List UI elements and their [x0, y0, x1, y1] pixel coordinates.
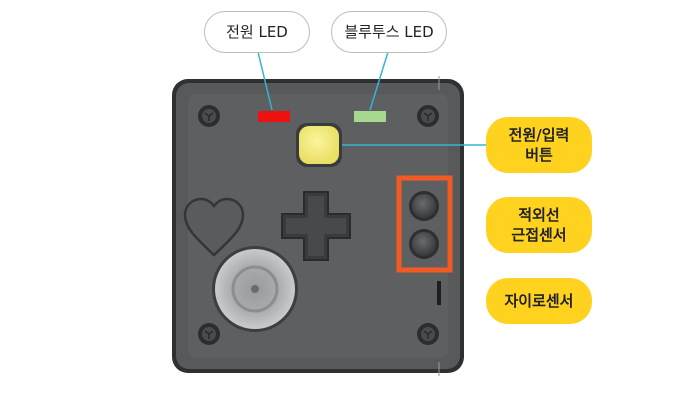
bluetooth-led: [354, 111, 386, 122]
callout-power-input-button: 전원/입력 버튼: [486, 117, 592, 173]
heart-button[interactable]: [183, 197, 245, 257]
label-bluetooth-led-text: 블루투스 LED: [344, 23, 434, 41]
screw-bottom-left: [198, 323, 220, 345]
label-power-led-text: 전원 LED: [226, 23, 288, 41]
screw-bottom-right: [417, 323, 439, 345]
joystick[interactable]: [212, 246, 298, 332]
callout-ir-proximity-sensor-text: 적외선 근접센서: [511, 206, 567, 244]
screw-top-left: [198, 105, 220, 127]
gyro-sensor-slot: [437, 281, 441, 305]
dpad[interactable]: [281, 191, 351, 261]
leader-line-power-led: [257, 51, 273, 111]
callout-ir-proximity-sensor: 적외선 근접센서: [486, 197, 592, 253]
callout-gyro-sensor: 자이로센서: [486, 278, 592, 324]
callout-power-input-button-text: 전원/입력 버튼: [508, 126, 570, 164]
screw-top-right: [417, 105, 439, 127]
ir-proximity-sensor: [409, 191, 439, 259]
label-power-led: 전원 LED: [204, 11, 310, 53]
sensor-highlight-box: [396, 175, 453, 273]
callout-gyro-sensor-text: 자이로센서: [504, 292, 574, 310]
power-input-button[interactable]: [296, 123, 342, 167]
power-led: [258, 111, 290, 122]
leader-line-bluetooth-led: [369, 51, 389, 111]
label-bluetooth-led: 블루투스 LED: [331, 11, 447, 53]
